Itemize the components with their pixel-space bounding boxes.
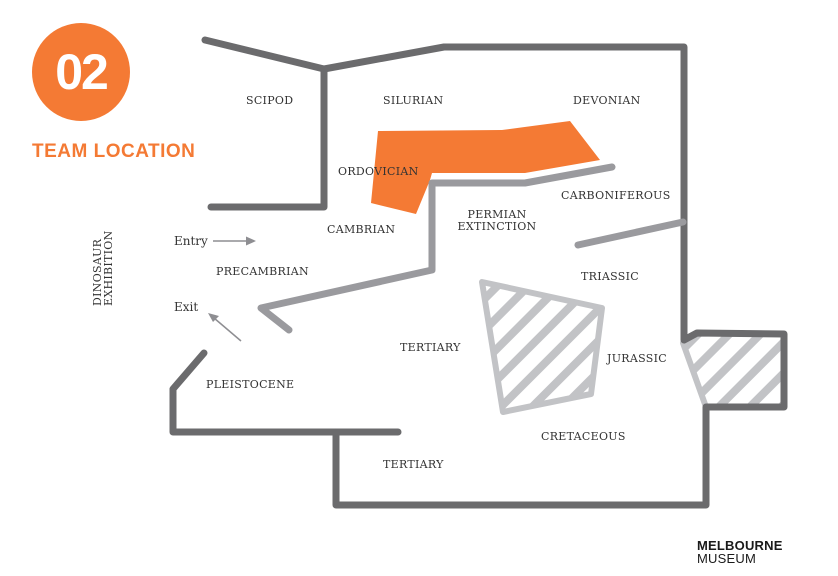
team-number: 02 (55, 44, 109, 100)
zone-precambrian: PRECAMBRIAN (216, 265, 309, 278)
arrow-right-icon (213, 236, 256, 246)
entry-label: Entry (174, 234, 208, 248)
dinosaur-exhibition-label: DINOSAUR EXHIBITION (91, 230, 115, 306)
team-location-highlight (371, 121, 600, 214)
team-number-badge: 02 (32, 23, 130, 121)
inner-walls (257, 163, 687, 334)
exit-label: Exit (174, 300, 199, 314)
zone-triassic: TRIASSIC (581, 270, 639, 283)
zone-pleistocene: PLEISTOCENE (206, 378, 295, 391)
zone-scipod: SCIPOD (246, 94, 294, 107)
arrow-up-left-icon (208, 313, 242, 342)
zone-cretaceous: CRETACEOUS (541, 430, 626, 443)
logo-line2: MUSEUM (697, 551, 756, 566)
zone-silurian: SILURIAN (383, 94, 444, 107)
zone-cambrian: CAMBRIAN (327, 223, 396, 236)
zone-permian-line2: EXTINCTION (457, 220, 537, 233)
zone-carboniferous: CARBONIFEROUS (561, 189, 671, 202)
zone-permian-line1: PERMIAN (467, 208, 527, 221)
page-title: TEAM LOCATION (32, 141, 196, 162)
logo-line1: MELBOURNE (697, 538, 783, 553)
side-label-line2: EXHIBITION (102, 230, 115, 306)
melbourne-museum-logo: MELBOURNE MUSEUM (697, 539, 783, 565)
zone-permian-extinction: PERMIAN EXTINCTION (457, 209, 537, 233)
hatched-exhibit-right (680, 330, 787, 410)
zone-devonian: DEVONIAN (573, 94, 641, 107)
zone-jurassic: JURASSIC (607, 352, 667, 365)
outer-walls (169, 36, 788, 509)
zone-tertiary-lower: TERTIARY (383, 458, 444, 471)
zone-ordovician: ORDOVICIAN (338, 165, 419, 178)
zone-tertiary-upper: TERTIARY (400, 341, 461, 354)
hatched-exhibit-center (479, 279, 605, 415)
